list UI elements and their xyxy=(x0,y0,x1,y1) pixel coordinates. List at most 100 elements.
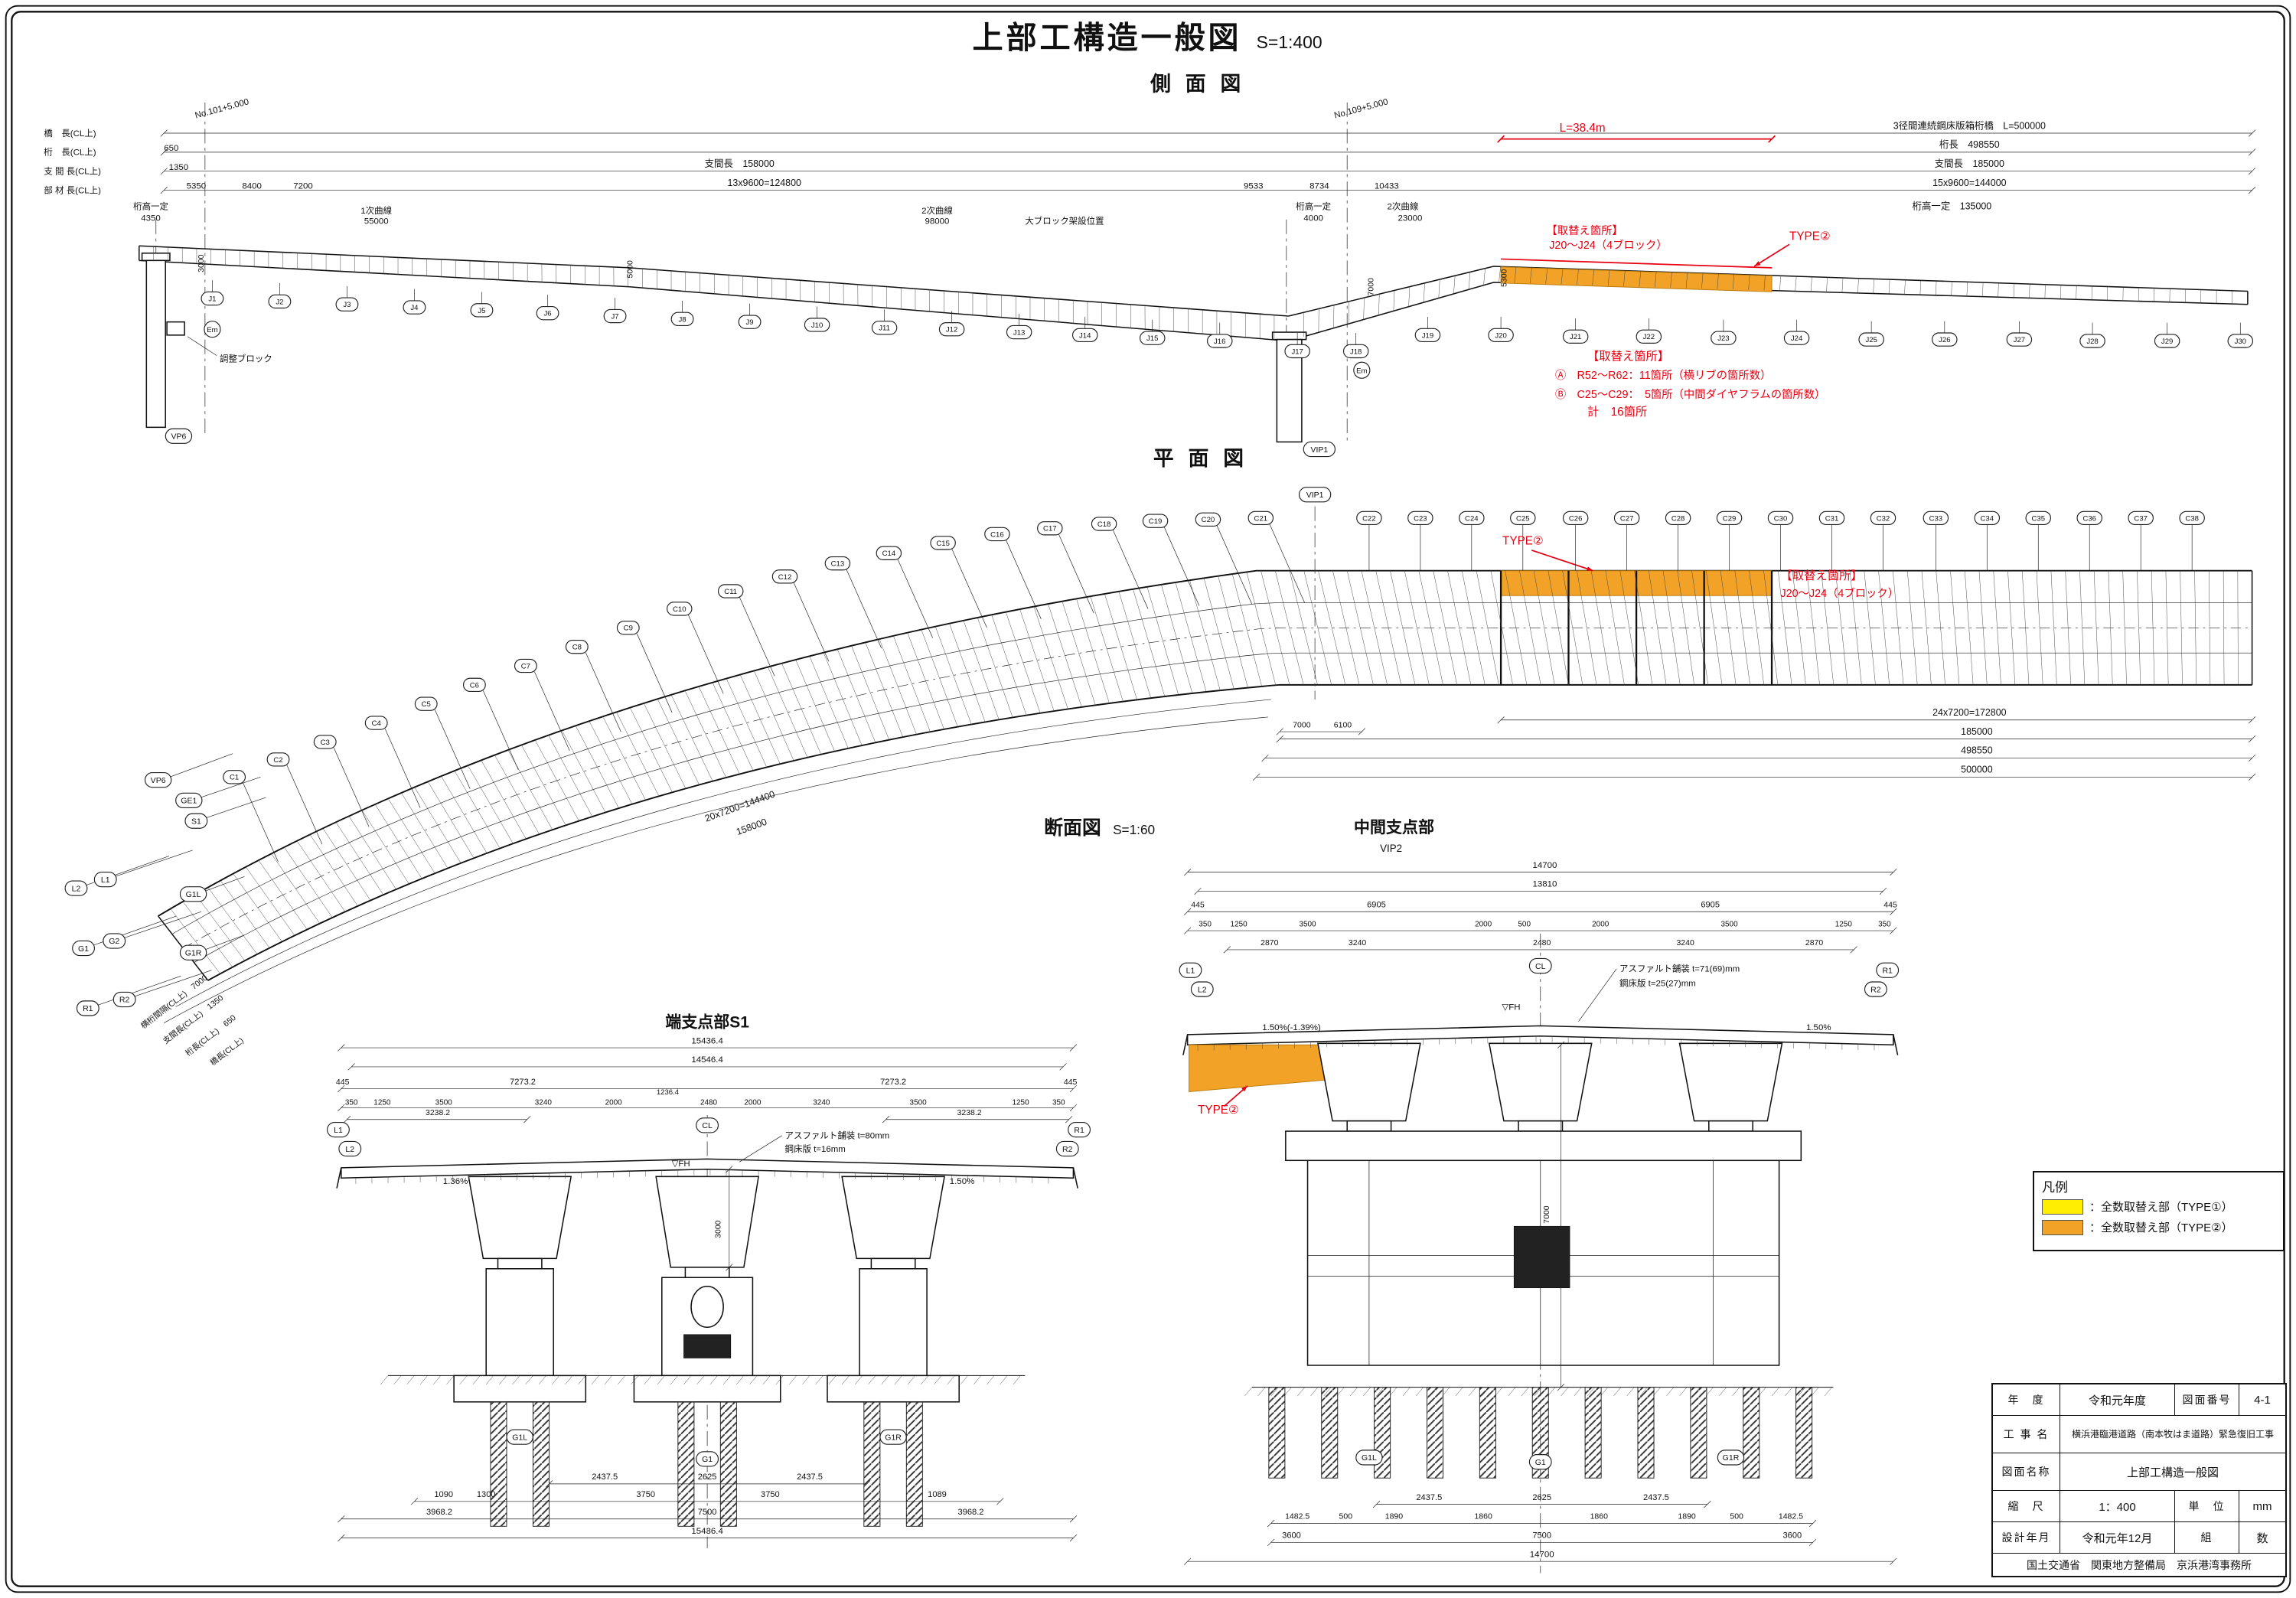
panel-pill-C9 xyxy=(616,621,640,635)
pill-label-C30: C30 xyxy=(1774,514,1788,523)
dim-label: 500 xyxy=(1518,920,1531,928)
ref-pill-R2 xyxy=(113,991,136,1008)
pill-label-R2: R2 xyxy=(1062,1145,1073,1154)
dim-label: 445 xyxy=(1883,900,1897,909)
dim-label: 350 xyxy=(1199,920,1212,928)
dim-label: 2480 xyxy=(700,1099,718,1107)
ref-pill-L2 xyxy=(1190,981,1214,997)
dim-label: 2870 xyxy=(1805,938,1824,947)
ref-pill-L2 xyxy=(338,1140,362,1157)
dim-label: 1.50% xyxy=(950,1177,975,1186)
pill-label-C21: C21 xyxy=(1254,514,1268,523)
sec1-deck xyxy=(341,1158,1075,1179)
joint-pill-J7 xyxy=(603,308,627,324)
dim-label: 13810 xyxy=(1533,880,1557,889)
tb-name-value: 上部工構造一般図 xyxy=(2126,1466,2219,1479)
tb-set-value: 数 xyxy=(2256,1531,2268,1545)
pill-label-C13: C13 xyxy=(831,560,845,569)
pill-label-C26: C26 xyxy=(1569,514,1583,523)
ref-pill-S1 xyxy=(184,813,208,829)
dim-label: 7000 xyxy=(1293,720,1311,729)
joint-pill-J20 xyxy=(1488,328,1514,343)
pill-label-J7: J7 xyxy=(612,312,619,321)
dim-label: 3750 xyxy=(761,1490,780,1499)
dim-label: 3240 xyxy=(813,1099,830,1107)
pill-label-VIP1: VIP1 xyxy=(1306,491,1324,500)
pill-label-C31: C31 xyxy=(1825,514,1839,523)
circle-label-Em: Em xyxy=(1356,367,1367,375)
dim-label: 445 xyxy=(336,1078,350,1087)
pill-label-G2: G2 xyxy=(109,937,119,946)
dim-label: 大ブロック架設位置 xyxy=(1025,216,1104,227)
tb-unit-label: 単 位 xyxy=(2175,1491,2239,1521)
ref-pill-R2 xyxy=(1864,981,1887,997)
plan-girder-line xyxy=(182,627,2252,949)
pill-label-C17: C17 xyxy=(1043,525,1057,533)
pill-label-J28: J28 xyxy=(2086,338,2098,346)
panel-pill-C37 xyxy=(2128,510,2154,526)
pill-label-J19: J19 xyxy=(1422,331,1433,340)
ref-pill-G1L xyxy=(1355,1450,1383,1466)
circle-label-Em: Em xyxy=(207,326,217,334)
dim-label: 2437.5 xyxy=(1416,1493,1442,1502)
pill-label-L1: L1 xyxy=(1186,967,1195,976)
pill-label-C14: C14 xyxy=(882,550,896,558)
panel-pill-C13 xyxy=(824,556,851,571)
sheet-title-scale: S=1:400 xyxy=(1257,32,1322,52)
joint-pill-J16 xyxy=(1207,334,1233,348)
panel-pill-C15 xyxy=(930,536,956,550)
ref-pill-L1 xyxy=(93,872,117,888)
joint-pill-J2 xyxy=(268,294,292,309)
legend: 凡例 ：全数取替え部（TYPE①） ：全数取替え部（TYPE②） xyxy=(2033,1171,2285,1251)
pill-label-VP6: VP6 xyxy=(151,776,166,785)
dim-label: 650 xyxy=(164,144,178,153)
dim-label: 2000 xyxy=(744,1099,762,1107)
pill-label-C28: C28 xyxy=(1671,514,1685,523)
dim-label: 4000 xyxy=(1303,214,1323,223)
dim-label: 横桁間隔(CL上) 7000 xyxy=(139,973,209,1031)
pill-label-C25: C25 xyxy=(1516,514,1530,523)
dim-label: 15436.4 xyxy=(691,1036,723,1045)
dim-label: 1250 xyxy=(1012,1099,1029,1107)
panel-pill-C31 xyxy=(1818,510,1845,526)
pill-label-J24: J24 xyxy=(1791,334,1803,343)
adjust-block xyxy=(166,321,185,336)
pill-label-G1: G1 xyxy=(702,1455,713,1464)
pill-label-G1R: G1R xyxy=(1723,1453,1740,1463)
joint-pill-J4 xyxy=(403,300,426,315)
panel-pill-C25 xyxy=(1510,510,1536,526)
pill-label-C24: C24 xyxy=(1465,514,1479,523)
pill-label-J30: J30 xyxy=(2235,338,2246,346)
pill-label-C3: C3 xyxy=(321,739,330,747)
pill-label-L1: L1 xyxy=(101,876,110,885)
plan-girder-line xyxy=(171,602,2252,934)
dim-label: 1350 xyxy=(169,163,189,172)
tb-dwgno-label: 図面番号 xyxy=(2175,1384,2239,1415)
pill-label-J21: J21 xyxy=(1570,333,1581,341)
section-scale: S=1:60 xyxy=(1113,822,1155,837)
pill-label-C10: C10 xyxy=(673,605,687,614)
dim-label: 1089 xyxy=(928,1490,947,1499)
ref-pill-VIP1 xyxy=(1303,441,1336,458)
panel-pill-C24 xyxy=(1459,510,1485,526)
pill-label-C38: C38 xyxy=(2185,514,2199,523)
joint-pill-J25 xyxy=(1858,332,1884,347)
dim-label: 5000 xyxy=(626,260,635,279)
dim-label: 7000 xyxy=(1542,1205,1551,1224)
dim-label: 445 xyxy=(1064,1078,1078,1087)
pill-label-C7: C7 xyxy=(521,662,530,670)
panel-pill-C17 xyxy=(1037,521,1063,536)
dim-label: 1482.5 xyxy=(1779,1512,1803,1521)
dim-label: 1250 xyxy=(373,1099,391,1107)
tb-scale-label: 縮 尺 xyxy=(1993,1491,2060,1521)
pill-label-J27: J27 xyxy=(2014,336,2025,344)
pill-label-J11: J11 xyxy=(879,324,890,333)
dim-row-bridge-length: 橋 長(CL上) xyxy=(44,128,96,139)
dim-label: 5300 xyxy=(1500,269,1509,287)
dim-label: 15436.4 xyxy=(691,1527,723,1536)
pill-label-G1L: G1L xyxy=(186,890,201,899)
dim-label: 1482.5 xyxy=(1285,1512,1309,1521)
ref-pill-R2 xyxy=(1055,1140,1079,1157)
panel-pill-C8 xyxy=(565,639,589,654)
dim-label: 1860 xyxy=(1590,1512,1609,1521)
